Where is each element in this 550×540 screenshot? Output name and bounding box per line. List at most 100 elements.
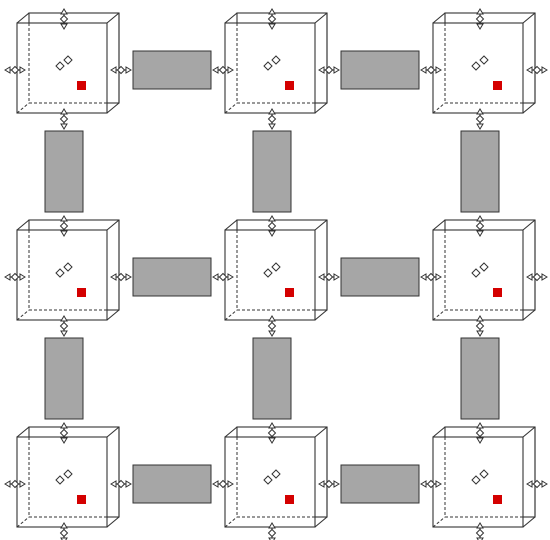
port-arrowhead xyxy=(60,422,68,429)
cube-hidden-edge xyxy=(224,102,238,114)
port-bottom-icon xyxy=(59,522,69,540)
port-left-icon xyxy=(4,479,26,489)
port-hub xyxy=(59,14,69,24)
port-bottom-icon xyxy=(59,315,69,337)
cube-node-icon xyxy=(212,8,340,130)
cube-hidden-edge xyxy=(16,102,30,114)
diamond-icon xyxy=(63,469,73,479)
port-arrowhead xyxy=(60,330,68,337)
port-hub xyxy=(59,114,69,124)
red-square-marker-icon xyxy=(285,288,294,297)
port-top-icon xyxy=(267,422,277,444)
port-right-icon xyxy=(110,479,132,489)
cube-edge xyxy=(432,426,446,438)
port-hub xyxy=(267,14,277,24)
cube-edge xyxy=(314,516,328,528)
port-arrowhead xyxy=(227,273,234,281)
port-arrowhead xyxy=(476,8,484,15)
port-hub xyxy=(532,479,542,489)
port-arrowhead xyxy=(212,273,219,281)
port-hub xyxy=(10,65,20,75)
port-arrowhead xyxy=(420,273,427,281)
cube-node-icon xyxy=(420,215,548,337)
cube-edge xyxy=(432,12,446,24)
port-top-icon xyxy=(59,215,69,237)
port-top-icon xyxy=(59,422,69,444)
port-hub xyxy=(267,114,277,124)
port-top-icon xyxy=(475,215,485,237)
port-arrowhead xyxy=(476,315,484,322)
diamond-icon xyxy=(55,475,65,485)
port-hub xyxy=(267,221,277,231)
port-arrowhead xyxy=(476,23,484,30)
port-top-icon xyxy=(475,422,485,444)
cube-edge xyxy=(16,219,30,231)
cube-node-icon xyxy=(4,422,132,540)
port-arrowhead xyxy=(333,66,340,74)
port-arrowhead xyxy=(420,66,427,74)
cube-edge xyxy=(224,426,238,438)
cube-edge xyxy=(522,219,536,231)
port-bottom-icon xyxy=(475,522,485,540)
port-hub xyxy=(116,272,126,282)
port-hub xyxy=(324,65,334,75)
port-hub xyxy=(532,65,542,75)
cube-hidden-edge xyxy=(432,102,446,114)
red-square-marker-icon xyxy=(285,81,294,90)
port-arrowhead xyxy=(227,66,234,74)
port-arrowhead xyxy=(19,480,26,488)
port-hub xyxy=(267,428,277,438)
port-bottom-icon xyxy=(267,108,277,130)
port-top-icon xyxy=(59,8,69,30)
port-arrowhead xyxy=(435,66,442,74)
port-hub xyxy=(475,221,485,231)
port-hub xyxy=(532,272,542,282)
link-vertical xyxy=(44,130,84,213)
port-arrowhead xyxy=(476,437,484,444)
diamond-icon xyxy=(63,262,73,272)
diamond-pair-icon xyxy=(471,469,489,485)
port-right-icon xyxy=(110,65,132,75)
cube-edge xyxy=(522,102,536,114)
port-bottom-icon xyxy=(475,315,485,337)
link-horizontal xyxy=(340,464,420,504)
port-arrowhead xyxy=(268,8,276,15)
red-square-marker-icon xyxy=(77,81,86,90)
diamond-pair-icon xyxy=(263,55,281,71)
cube-edge xyxy=(522,309,536,321)
port-right-icon xyxy=(110,272,132,282)
port-top-icon xyxy=(267,8,277,30)
diamond-icon xyxy=(479,262,489,272)
cube-node-icon xyxy=(420,8,548,130)
port-hub xyxy=(475,528,485,538)
port-left-icon xyxy=(4,272,26,282)
port-right-icon xyxy=(526,272,548,282)
port-arrowhead xyxy=(110,273,117,281)
cube-edge xyxy=(314,102,328,114)
cube-edge xyxy=(314,12,328,24)
port-arrowhead xyxy=(476,230,484,237)
port-hub xyxy=(267,528,277,538)
port-hub xyxy=(59,221,69,231)
port-hub xyxy=(475,321,485,331)
diamond-icon xyxy=(271,55,281,65)
port-arrowhead xyxy=(4,273,11,281)
port-arrowhead xyxy=(125,66,132,74)
diamond-icon xyxy=(471,475,481,485)
red-square-marker-icon xyxy=(77,495,86,504)
port-arrowhead xyxy=(125,480,132,488)
port-top-icon xyxy=(475,8,485,30)
port-left-icon xyxy=(212,65,234,75)
port-arrowhead xyxy=(526,66,533,74)
port-arrowhead xyxy=(541,66,548,74)
port-arrowhead xyxy=(476,422,484,429)
port-hub xyxy=(426,65,436,75)
port-hub xyxy=(426,479,436,489)
cube-edge xyxy=(106,309,120,321)
diamond-icon xyxy=(55,268,65,278)
port-arrowhead xyxy=(212,66,219,74)
port-hub xyxy=(218,272,228,282)
port-hub xyxy=(324,479,334,489)
diamond-pair-icon xyxy=(263,262,281,278)
